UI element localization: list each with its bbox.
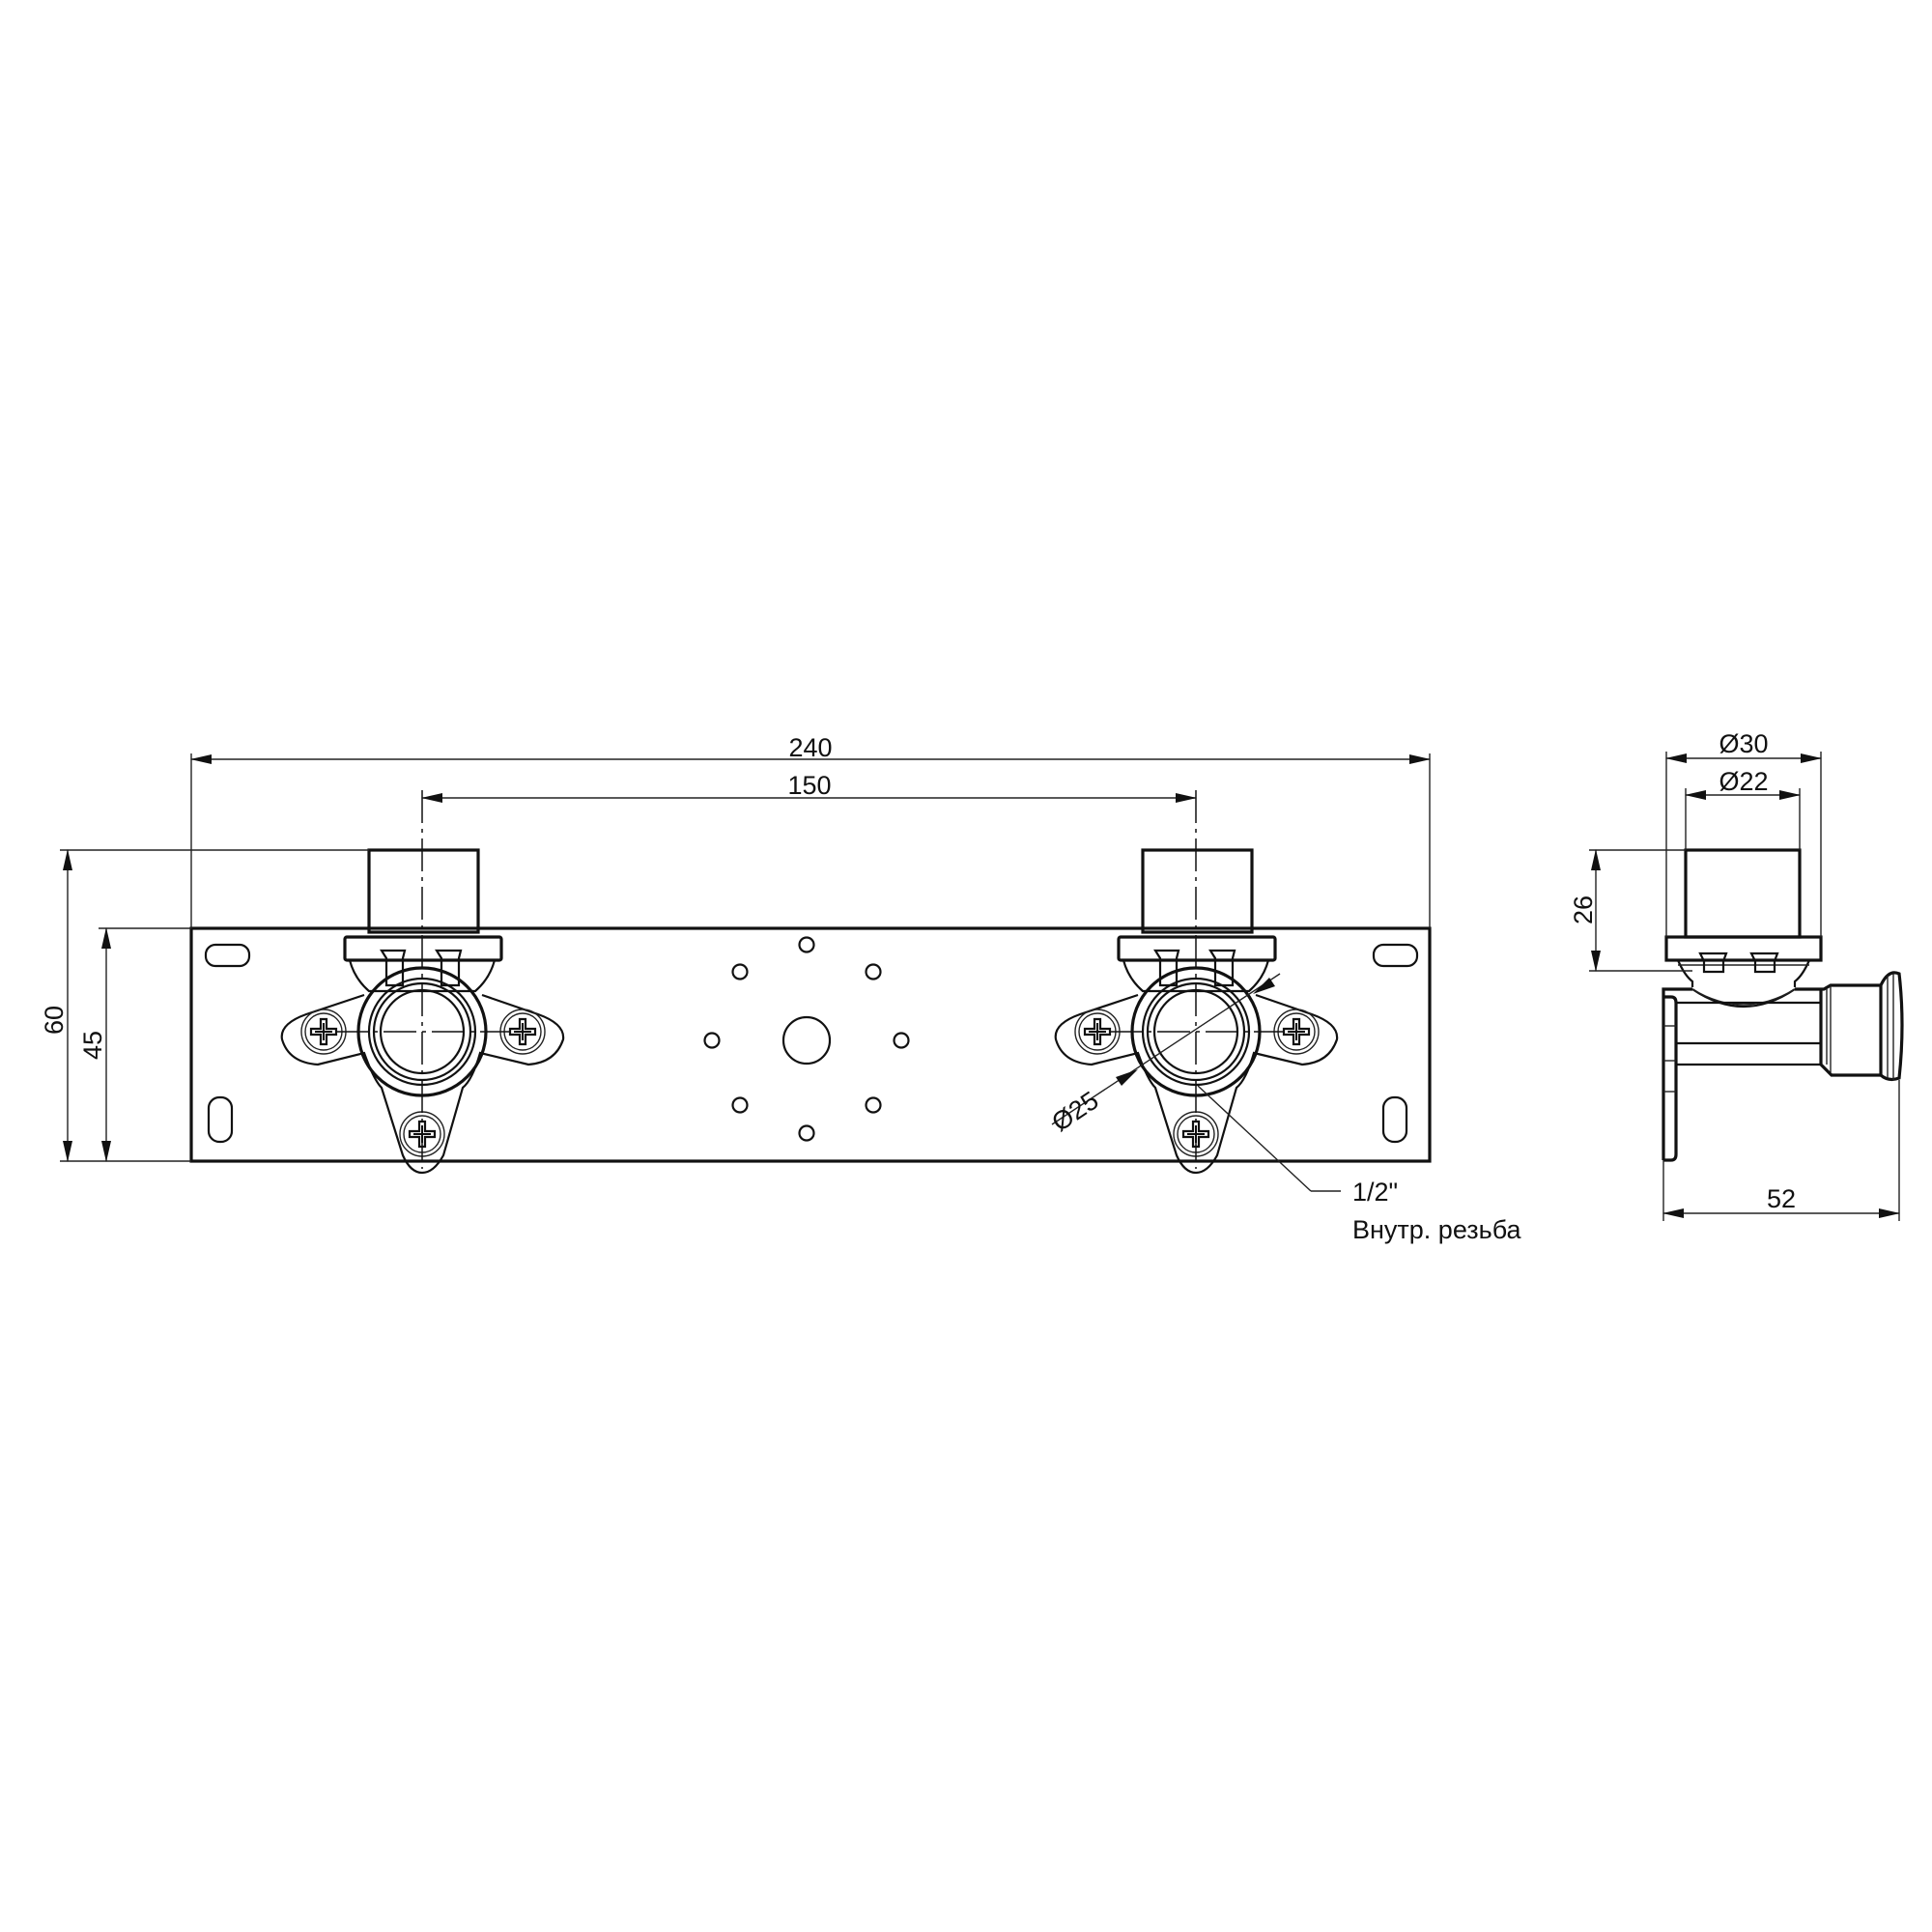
dimension-tube-height: 26 <box>1569 849 1692 972</box>
dim-60-label: 60 <box>40 1006 69 1035</box>
dim-45-label: 45 <box>78 1031 107 1060</box>
side-view: Ø30 Ø22 26 52 <box>1569 729 1904 1221</box>
thread-type-label: Внутр. резьба <box>1352 1215 1522 1244</box>
slot-bottom-right <box>1381 1095 1408 1144</box>
dimension-tube-diameter: Ø22 <box>1685 767 1801 850</box>
front-view: 240 150 60 45 Ø25 <box>40 733 1522 1244</box>
dimension-overall-height: 60 <box>40 849 369 1162</box>
dim-240-label: 240 <box>788 733 832 762</box>
dimension-flange-diameter: Ø30 <box>1665 729 1822 937</box>
center-hole-pattern <box>703 936 910 1142</box>
dimension-plate-height: 45 <box>78 927 191 1162</box>
thread-callout: 1/2" Внутр. резьба <box>1197 1085 1522 1244</box>
dim-150-label: 150 <box>787 771 831 800</box>
dimension-depth: 52 <box>1662 1080 1900 1221</box>
dim-22-label: Ø22 <box>1719 767 1768 796</box>
dimension-center-distance: 150 <box>421 771 1197 803</box>
thread-size-label: 1/2" <box>1352 1178 1398 1207</box>
slot-top-left <box>204 943 251 968</box>
mounting-plate <box>189 926 1432 1163</box>
dimension-overall-width: 240 <box>190 733 1431 928</box>
slot-bottom-left <box>207 1095 234 1144</box>
slot-top-right <box>1372 943 1419 968</box>
dim-30-label: Ø30 <box>1719 729 1768 758</box>
dim-26-label: 26 <box>1569 895 1598 924</box>
dim-25-label: Ø25 <box>1046 1086 1103 1137</box>
dim-52-label: 52 <box>1767 1184 1796 1213</box>
